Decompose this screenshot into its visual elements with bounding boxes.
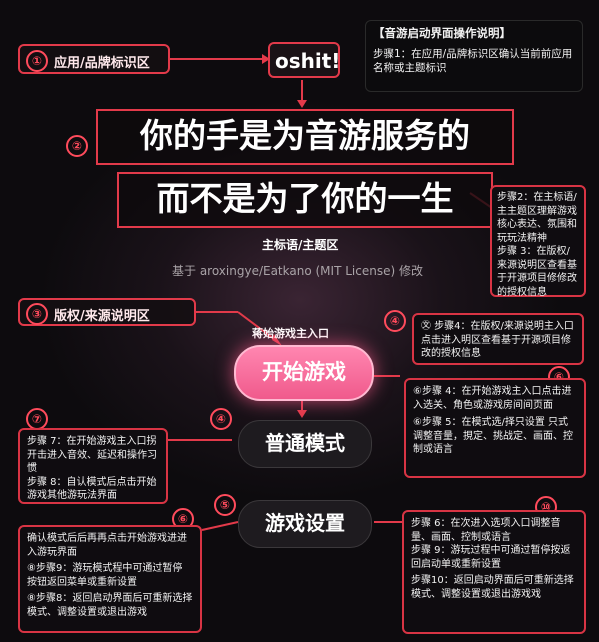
headline-line-2: 而不是为了你的一生 xyxy=(117,172,493,228)
bottom-left-note: 确认模式后后再再点击开始游戏进进入游玩界面 ⑧步骤9：游玩模式程中可通过暂停 按… xyxy=(18,525,202,633)
step7-text: 步骤 7：在开始游戏主入口拐开击进入音效、延迟和操作习惯 xyxy=(27,436,157,474)
circle-number-2: ② xyxy=(66,135,88,157)
circle-number-7: ⑦ xyxy=(26,408,48,430)
circle-number-4-top: ④ xyxy=(384,310,406,332)
headline-line-1: 你的手是为音游服务的 xyxy=(96,109,514,165)
step4-top-note: ㉆ 步骤4：在版权/来源说明主入口点击进入明区查看基于开源项目修改的授权信息 xyxy=(412,313,584,365)
menu-entry-label: 蒋始游戏主入口 xyxy=(252,327,329,340)
start-game-button[interactable]: 开始游戏 xyxy=(234,345,374,401)
circle-number-1: ① xyxy=(26,50,48,72)
instructions-panel: 【音游启动界面操作说明】 步骤1：在应用/品牌标识区确认当前前应用名称或主题标识 xyxy=(365,20,583,92)
steps-4-5-note: ⑥步骤 4：在开始游戏主入口点击进入选关、角色或游戏房间间页面 ⑥步骤 5：在模… xyxy=(404,378,586,478)
steps-7-8-note: 步骤 7：在开始游戏主入口拐开击进入音效、延迟和操作习惯 步骤 8：自认模式后点… xyxy=(18,428,168,504)
app-area-label-box: ① 应用/品牌标识区 xyxy=(18,44,170,74)
circle-number-4-mid: ④ xyxy=(210,408,232,430)
left-b3-text: ⑧步骤8：返回启动界面后可重新选择模式、调整设置或退出游戏 xyxy=(27,593,193,618)
steps-2-3-note: 步骤2：在主标语/主主题区理解游戏核心表达、氛围和玩玩法精神 步骤 3：在版权/… xyxy=(490,185,586,298)
instructions-step1: 步骤1：在应用/品牌标识区确认当前前应用名称或主题标识 xyxy=(373,47,573,75)
circle-number-5: ⑤ xyxy=(214,494,236,516)
normal-mode-button[interactable]: 普通模式 xyxy=(238,420,372,468)
copyright-area-label-box: ③ 版权/来源说明区 xyxy=(18,298,196,326)
step4-b-text: ⑥步骤 4：在开始游戏主入口点击进入选关、角色或游戏房间间页面 xyxy=(413,386,572,411)
game-settings-button[interactable]: 游戏设置 xyxy=(238,500,372,548)
title-area-label: 主标语/主题区 xyxy=(262,238,339,252)
step2-text: 步骤2：在主标语/主主题区理解游戏核心表达、氛围和玩玩法精神 xyxy=(497,192,577,244)
left-b1-text: 确认模式后后再再点击开始游戏进进入游玩界面 xyxy=(27,533,187,558)
brand-logo-box[interactable]: oshit! xyxy=(268,42,340,78)
step8-text: 步骤 8：自认模式后点击开始游戏其他游玩法界面 xyxy=(27,476,157,502)
step5-b-text: ⑥步骤 5：在模式选/择只设置 只式调整音量，挸定、挑战定、画面、控制或语言 xyxy=(413,417,573,455)
instructions-title: 【音游启动界面操作说明】 xyxy=(373,26,511,40)
brand-logo: oshit! xyxy=(275,49,341,73)
left-b2-text: ⑧步骤9：游玩模式程中可通过暂停 按钮返回菜单或重新设置 xyxy=(27,563,183,588)
bottom-right-note: 步骤 6：在次进入选项入口调整音量、画面、控制或语言 步骤 9：游玩过程中可通过… xyxy=(402,510,586,634)
step4-top-text: ㉆ 步骤4：在版权/来源说明主入口点击进入明区查看基于开源项目修改的授权信息 xyxy=(421,321,574,359)
right-b1-text: 步骤 6：在次进入选项入口调整音量、画面、控制或语言 xyxy=(411,518,561,543)
right-b2-text: 步骤 9：游玩过程中可通过暂停按返回启动单或重新设置 xyxy=(411,545,571,570)
right-b3-text: 步骤10：返回启动界面后可重新选择模式、调整设置或退出游戏戏 xyxy=(411,575,574,600)
circle-number-3: ③ xyxy=(26,303,48,325)
copyright-area-label: 版权/来源说明区 xyxy=(54,309,150,324)
app-area-label: 应用/品牌标识区 xyxy=(54,56,150,71)
step3-text: 步骤 3：在版权/来源说明区查看基于开源项目修修改的授权信息 xyxy=(497,246,577,298)
credit-text: 基于 aroxingye/Eatkano (MIT License) 修改 xyxy=(172,264,423,278)
